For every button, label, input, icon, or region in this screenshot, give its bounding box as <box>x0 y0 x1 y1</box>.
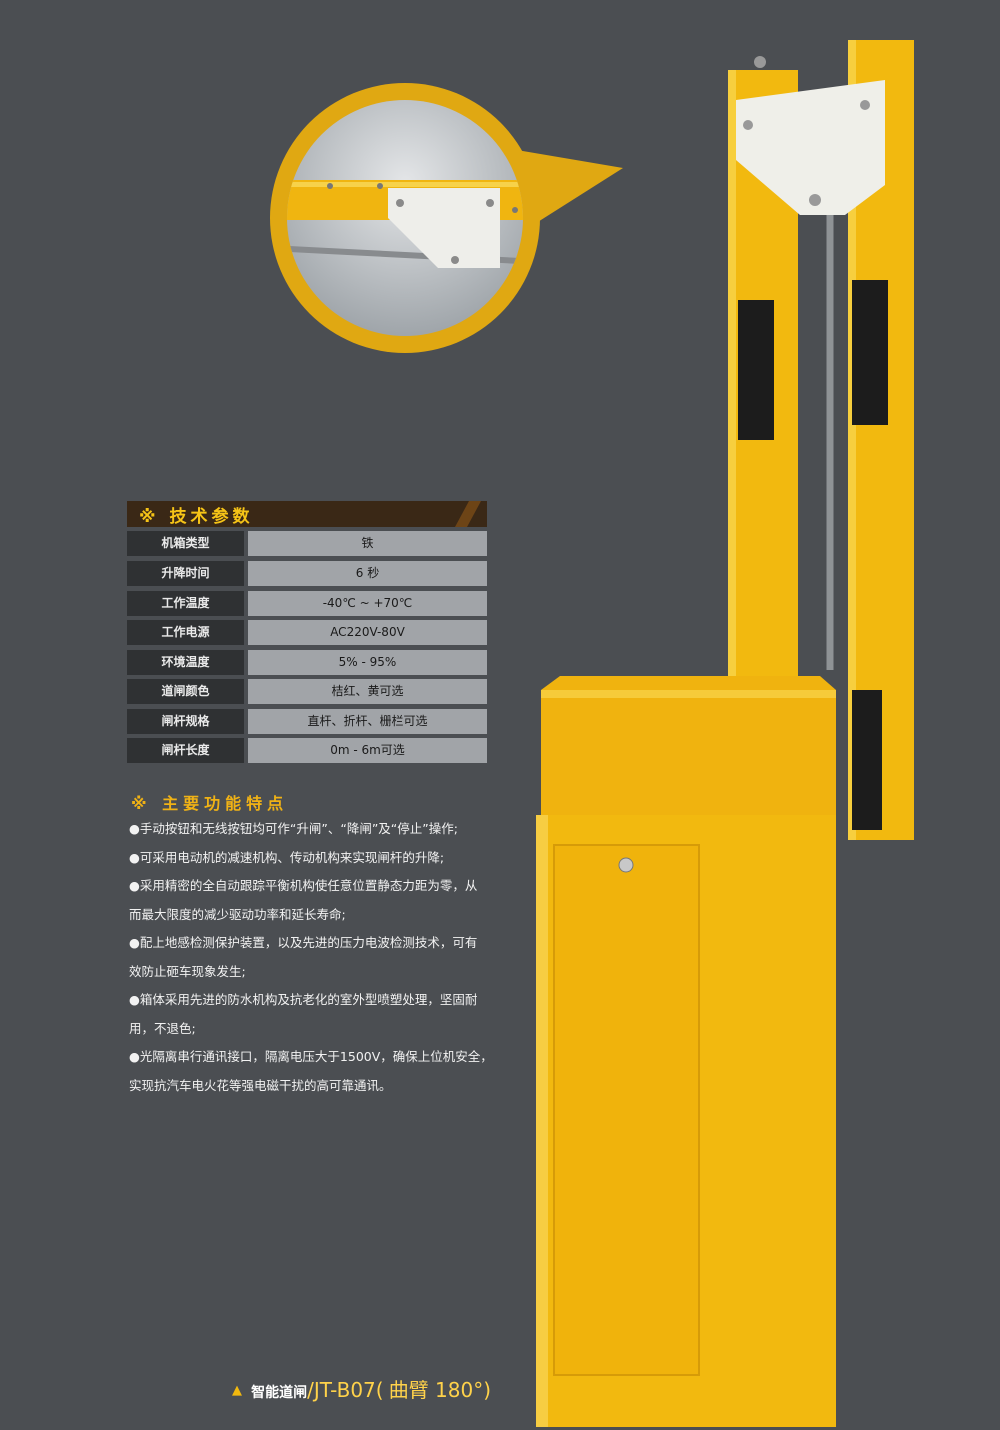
model-description: 曲臂 180°) <box>388 1378 492 1402</box>
spec-row: 道闸颜色 桔红、黄可选 <box>127 679 487 704</box>
feature-line: 而最大限度的减少驱动功率和延长寿命; <box>129 906 346 922</box>
feature-line: ●箱体采用先进的防水机构及抗老化的室外型喷塑处理，坚固耐 <box>129 992 478 1007</box>
feature-line: ●光隔离串行通讯接口，隔离电压大于1500V，确保上位机安全， <box>129 1049 493 1064</box>
spec-label: 机箱类型 <box>127 531 244 556</box>
spec-value: 桔红、黄可选 <box>248 679 487 704</box>
spec-row: 闸杆规格 直杆、折杆、栅栏可选 <box>127 709 487 734</box>
barrier-gate-illustration <box>536 40 914 1427</box>
triangle-marker-icon: ▲ <box>232 1383 242 1398</box>
features-title: ※ 主要功能特点 <box>131 794 289 813</box>
spec-row: 工作电源 AC220V-80V <box>127 620 487 645</box>
spec-row: 升降时间 6 秒 <box>127 561 487 586</box>
feature-line: ●采用精密的全自动跟踪平衡机构使任意位置静态力距为零，从 <box>129 878 478 893</box>
spec-label: 道闸颜色 <box>127 679 244 704</box>
model-number: /JT-B07( <box>307 1378 384 1402</box>
spec-label: 工作电源 <box>127 620 244 645</box>
spec-row: 闸杆长度 0m - 6m可选 <box>127 738 487 763</box>
spec-table-header: ※ 技术参数 <box>127 501 487 527</box>
detail-zoom-illustration <box>270 83 623 353</box>
feature-line: ●配上地感检测保护装置，以及先进的压力电波检测技术，可有 <box>129 935 478 950</box>
spec-label: 闸杆长度 <box>127 738 244 763</box>
product-caption: ▲ 智能道闸/JT-B07( 曲臂 180°) <box>232 1374 491 1403</box>
spec-value: 5% - 95% <box>248 650 487 675</box>
feature-line: 实现抗汽车电火花等强电磁干扰的高可靠通讯。 <box>129 1077 392 1093</box>
spec-label: 闸杆规格 <box>127 709 244 734</box>
spec-value: AC220V-80V <box>248 620 487 645</box>
features-list: ●手动按钮和无线按钮均可作“升闸”、“降闸”及“停止”操作; ●可采用电动机的减… <box>129 815 499 1100</box>
spec-value: 铁 <box>248 531 487 556</box>
feature-line: ●可采用电动机的减速机构、传动机构来实现闸杆的升降; <box>129 849 445 865</box>
caption-label: 智能道闸 <box>251 1385 308 1401</box>
spec-row: 环境温度 5% - 95% <box>127 650 487 675</box>
spec-label: 环境温度 <box>127 650 244 675</box>
spec-row: 工作温度 -40℃ ~ +70℃ <box>127 591 487 616</box>
spec-value: 6 秒 <box>248 561 487 586</box>
spec-value: 0m - 6m可选 <box>248 738 487 763</box>
spec-value: -40℃ ~ +70℃ <box>248 591 487 616</box>
feature-line: ●手动按钮和无线按钮均可作“升闸”、“降闸”及“停止”操作; <box>129 821 458 836</box>
spec-label: 工作温度 <box>127 591 244 616</box>
spec-value: 直杆、折杆、栅栏可选 <box>248 709 487 734</box>
feature-line: 用，不退色; <box>129 1020 196 1036</box>
hazard-stripes <box>455 501 481 527</box>
spec-title: ※ 技术参数 <box>139 507 254 527</box>
spec-row: 机箱类型 铁 <box>127 531 487 556</box>
feature-line: 效防止砸车现象发生; <box>129 963 246 979</box>
spec-label: 升降时间 <box>127 561 244 586</box>
